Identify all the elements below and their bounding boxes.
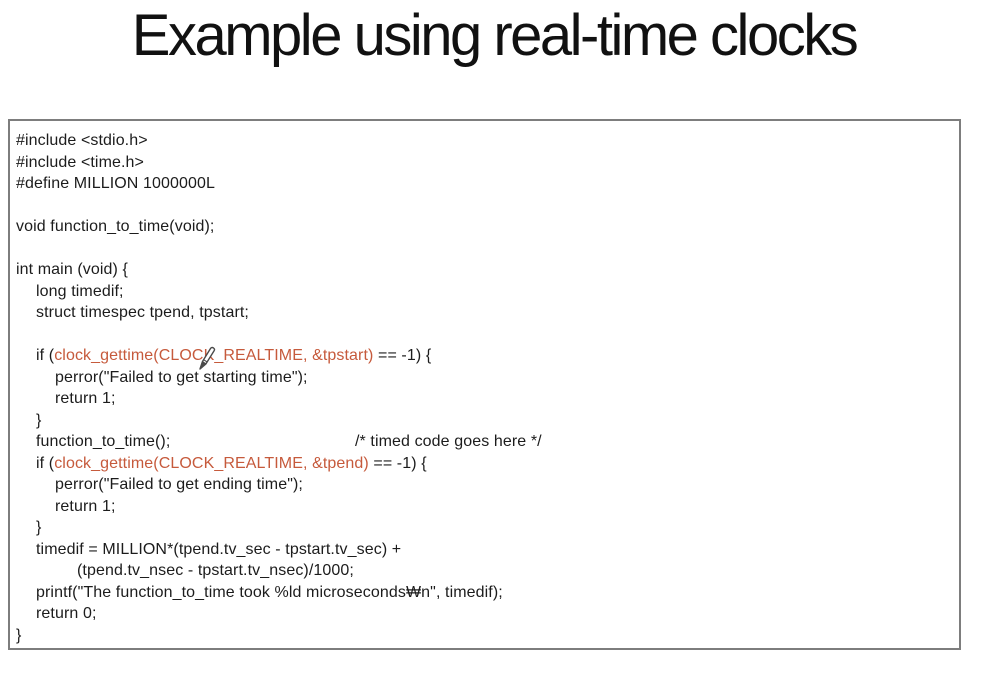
code-text: if ( [36, 347, 55, 364]
code-text: == -1) { [373, 347, 432, 364]
code-box: #include <stdio.h> #include <time.h> #defi… [8, 119, 961, 650]
code-text: long timedif; [36, 282, 124, 300]
code-line: timedif = MILLION*(tpend.tv_sec - tpstar… [16, 539, 955, 561]
code-line: #include <time.h> [16, 152, 955, 174]
code-text: (tpend.tv_nsec - tpstart.tv_nsec)/1000; [77, 562, 354, 579]
code-line [16, 238, 955, 260]
code-text: } [36, 519, 42, 536]
code-line: } [16, 410, 955, 432]
code-line: int main (void) { [16, 259, 955, 281]
code-line: #include <stdio.h> [16, 130, 955, 152]
code-line: } [16, 517, 955, 539]
code-accent-text: clock_gettime(CLOCK_REALTIME, &tpend) [54, 454, 369, 472]
code-line: perror("Failed to get starting time"); [16, 367, 955, 389]
code-line: return 1; [16, 496, 955, 518]
code-text: function_to_time(); [36, 433, 171, 450]
code-text: == -1) { [368, 454, 427, 472]
code-line: perror("Failed to get ending time"); [16, 474, 955, 496]
code-text: } [36, 411, 42, 429]
code-text: perror("Failed to get starting time"); [55, 368, 308, 386]
code-accent-text: clock_gettime(CLOCK_REALTIME, &tpstart) [54, 347, 374, 364]
code-text: #define MILLION 1000000L [16, 175, 215, 192]
code-text: void function_to_time(void); [16, 218, 215, 235]
code-line: (tpend.tv_nsec - tpstart.tv_nsec)/1000; [16, 560, 955, 582]
code-line: long timedif; [16, 281, 955, 303]
code-text: /* timed code goes here */ [355, 433, 542, 450]
code-text: #include <stdio.h> [16, 132, 148, 149]
code-text: printf("The function_to_time took %ld mi… [36, 583, 503, 601]
code-text: return 1; [55, 390, 116, 407]
code-text: #include <time.h> [16, 153, 145, 171]
code-line [16, 324, 955, 346]
code-text: int main (void) { [16, 261, 128, 278]
slide-title: Example using real-time clocks [131, 3, 859, 68]
code-line: #define MILLION 1000000L [16, 173, 955, 195]
code-text: if ( [36, 454, 55, 472]
code-text: return 1; [55, 497, 116, 515]
code-text: perror("Failed to get ending time"); [55, 476, 303, 493]
code-text: return 0; [36, 605, 97, 622]
code-line: return 1; [16, 388, 955, 410]
code-line: } [16, 625, 955, 647]
code-line: printf("The function_to_time took %ld mi… [16, 582, 955, 604]
code-line: if (clock_gettime(CLOCK_REALTIME, &tpend… [16, 453, 955, 475]
code-line: void function_to_time(void); [16, 216, 955, 238]
code-line: struct timespec tpend, tpstart; [16, 302, 955, 324]
code-line [16, 195, 955, 217]
code-text: } [16, 626, 22, 644]
code-line: function_to_time(); /* timed code goes he… [16, 431, 955, 453]
code-listing: #include <stdio.h> #include <time.h> #defi… [16, 130, 955, 644]
code-line: if (clock_gettime(CLOCK_REALTIME, &tpsta… [16, 345, 955, 367]
code-line: return 0; [16, 603, 955, 625]
code-text: timedif = MILLION*(tpend.tv_sec - tpstar… [36, 540, 402, 558]
code-text: struct timespec tpend, tpstart; [36, 304, 249, 321]
